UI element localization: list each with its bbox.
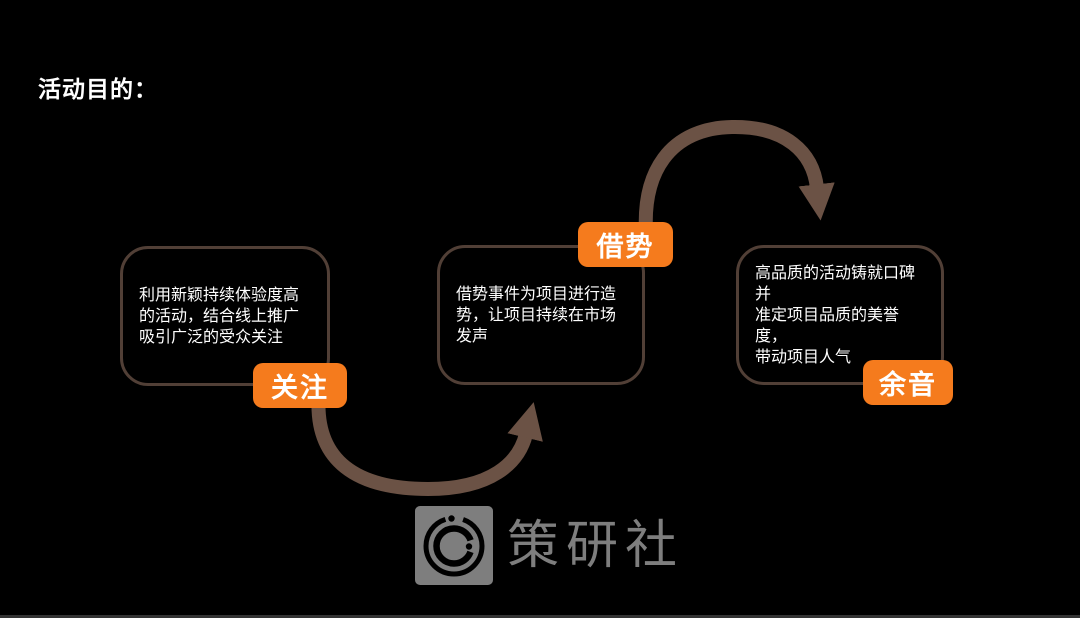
step-description-guanzhu: 利用新颖持续体验度高 的活动，结合线上推广 吸引广泛的受众关注 — [139, 286, 300, 346]
arrow-guanzhu-to-jieshi — [311, 392, 543, 497]
step-badge-guanzhu: 关注 — [253, 363, 347, 408]
step-description-jieshi: 借势事件为项目进行造 势，让项目持续在市场 发声 — [456, 285, 617, 345]
step-description-yuyin: 高品质的活动铸就口碑并 准定项目品质的美誉度， 带动项目人气 — [755, 264, 916, 366]
step-box-guanzhu: 利用新颖持续体验度高 的活动，结合线上推广 吸引广泛的受众关注 — [120, 246, 330, 386]
watermark: 策研社 — [415, 506, 684, 585]
bottom-edge-line — [0, 615, 1080, 618]
page-title: 活动目的： — [38, 76, 158, 102]
step-badge-jieshi: 借势 — [578, 222, 673, 267]
watermark-text: 策研社 — [507, 516, 685, 575]
aperture-logo-icon — [415, 506, 493, 585]
step-badge-yuyin: 余音 — [863, 360, 953, 405]
step-box-jieshi: 借势事件为项目进行造 势，让项目持续在市场 发声 — [437, 245, 645, 385]
